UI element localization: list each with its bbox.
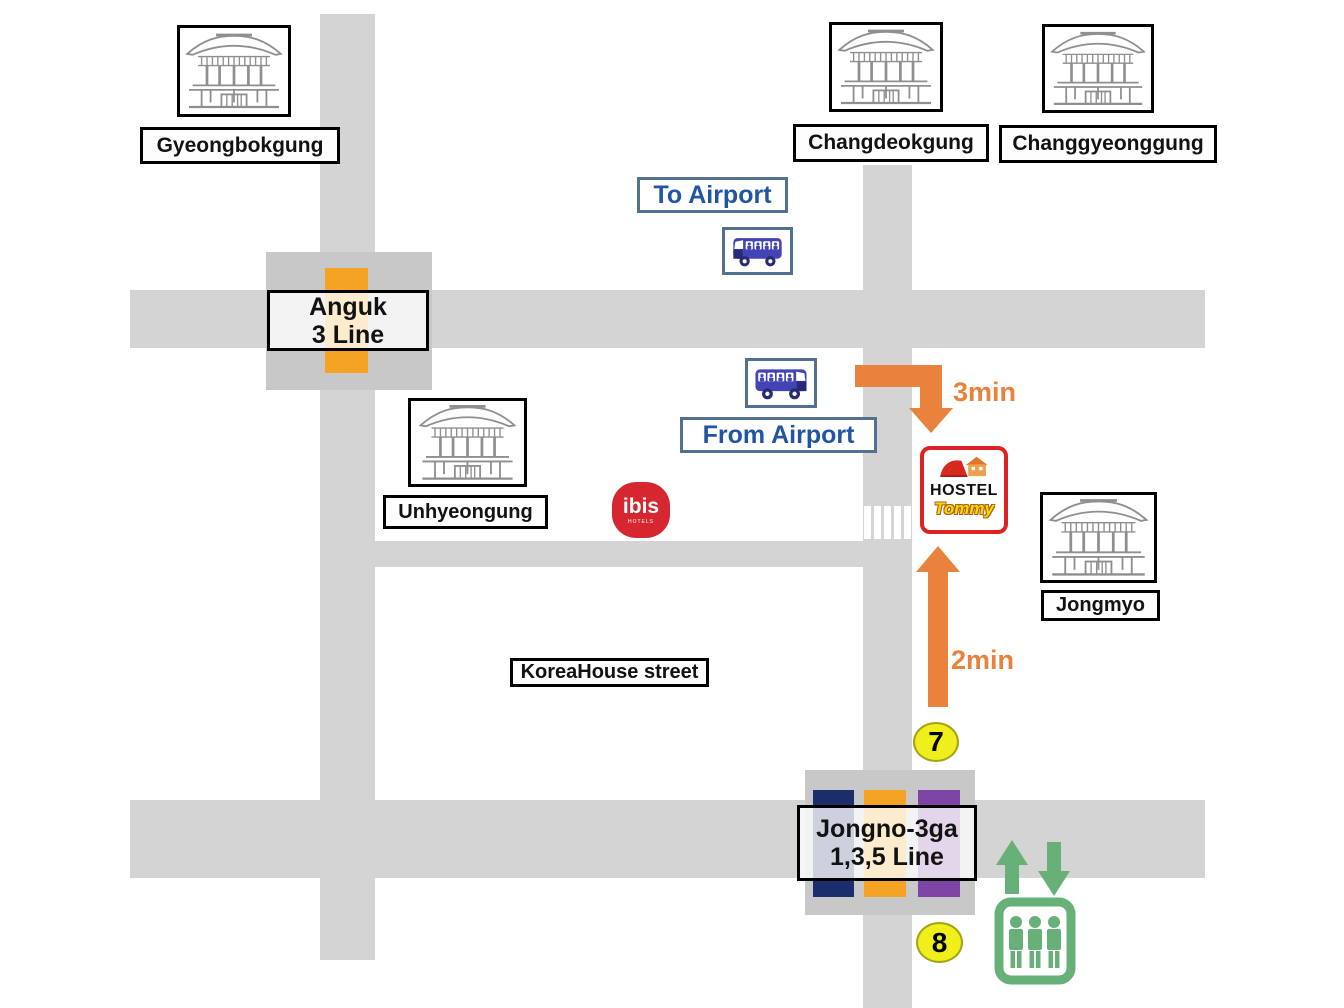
walk-time-3min: 3min <box>953 377 1017 407</box>
walk-time-2min: 2min <box>951 645 1015 675</box>
hostel-tommy-sign: HOSTEL Tommy <box>920 446 1008 534</box>
to-airport-bus-icon <box>722 227 793 275</box>
changdeokgung-label: Changdeokgung <box>793 124 989 162</box>
hostel-brand: Tommy <box>934 499 994 519</box>
gyeongbokgung-palace-icon <box>177 25 291 117</box>
jongno3ga-station-line: 1,3,5 Line <box>830 843 944 871</box>
elevator-icon <box>993 838 1077 986</box>
jongmyo-palace-icon <box>1040 492 1157 583</box>
koreahouse-street-label: KoreaHouse street <box>510 658 709 687</box>
ibis-name: ibis <box>622 494 660 518</box>
from-airport-label: From Airport <box>680 417 877 453</box>
unhyeongung-palace-icon <box>408 398 527 487</box>
gyeongbokgung-label: Gyeongbokgung <box>140 127 340 164</box>
from-airport-bus-icon <box>745 358 817 408</box>
jongno3ga-station-box: Jongno-3ga 1,3,5 Line <box>797 805 977 881</box>
ibis-subtitle: HOTELS <box>627 518 654 525</box>
exit-7-badge: 7 <box>913 722 959 762</box>
jongno3ga-station-name: Jongno-3ga <box>816 815 958 843</box>
anguk-station-name: Anguk <box>309 292 387 321</box>
changgyeonggung-palace-icon <box>1042 24 1154 113</box>
road-koreahouse-street <box>375 541 865 567</box>
jongmyo-label: Jongmyo <box>1041 590 1160 621</box>
unhyeongung-label: Unhyeongung <box>383 495 548 529</box>
crosswalk-icon <box>863 506 912 539</box>
changgyeonggung-label: Changgyeonggung <box>999 125 1217 163</box>
anguk-station-box: Anguk 3 Line <box>267 290 429 351</box>
ibis-hotel-logo: ibis HOTELS <box>612 482 670 538</box>
to-airport-label: To Airport <box>637 177 788 213</box>
hostel-name: HOSTEL <box>930 482 998 499</box>
exit-8-badge: 8 <box>916 922 963 963</box>
anguk-station-line: 3 Line <box>311 320 385 349</box>
arrow-2min <box>916 546 960 707</box>
hostel-house-icon <box>940 456 988 477</box>
changdeokgung-palace-icon <box>829 22 943 112</box>
